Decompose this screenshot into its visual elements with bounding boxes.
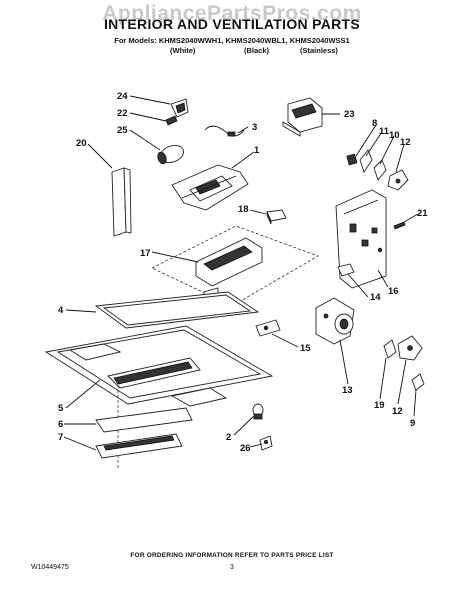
part-20-vertical-bracket [111, 167, 132, 237]
part-5-bottom-plate [44, 325, 274, 470]
callout-6: 6 [58, 419, 63, 430]
part-25-capacitor [157, 144, 185, 165]
leader-lines [63, 95, 419, 451]
callout-7: 7 [58, 432, 63, 443]
callout-14: 14 [370, 292, 381, 303]
callout-10: 10 [389, 130, 400, 141]
part-19-switch [383, 339, 397, 359]
callout-3: 3 [252, 122, 257, 133]
part-13-motor [315, 297, 355, 345]
part-17-duct-assembly [151, 225, 319, 307]
part-15-switch [255, 319, 281, 337]
callout-13: 13 [342, 385, 353, 396]
callout-25: 25 [117, 125, 128, 136]
page-title: INTERIOR AND VENTILATION PARTS [103, 16, 361, 32]
variant-stainless: (Stainless) [300, 46, 338, 55]
part-1-board-bracket [171, 164, 249, 211]
callout-11: 11 [379, 126, 390, 137]
callout-9: 9 [410, 418, 415, 429]
callout-12-bottom: 12 [392, 406, 403, 417]
variant-black: (Black) [244, 46, 270, 55]
callout-18: 18 [238, 204, 249, 215]
callout-24: 24 [117, 91, 128, 102]
callout-1: 1 [254, 145, 260, 156]
models-line: For Models: KHMS2040WWH1, KHMS2040WBL1, … [114, 36, 350, 45]
callout-15: 15 [300, 343, 311, 354]
callout-20: 20 [76, 138, 87, 149]
part-14-block [337, 263, 355, 277]
part-11-switch [359, 149, 373, 174]
callout-23: 23 [344, 109, 355, 120]
part-24-bracket [170, 98, 189, 118]
part-16-side-panel [335, 189, 387, 289]
part-26-socket [259, 435, 273, 451]
callout-21: 21 [417, 208, 428, 219]
callout-5: 5 [58, 403, 64, 414]
watermark: AppliancePartsPros.com [102, 2, 362, 25]
callout-19: 19 [374, 400, 385, 411]
part-3-wire [204, 125, 245, 137]
callout-16: 16 [388, 286, 399, 297]
part-21-screw [393, 221, 406, 230]
part-6-light-cover [95, 407, 193, 433]
callout-26: 26 [240, 443, 251, 454]
callout-17: 17 [140, 248, 151, 259]
part-7-light-bracket [95, 433, 183, 459]
callout-4: 4 [58, 305, 64, 316]
callout-2: 2 [226, 432, 231, 443]
part-8-switch [346, 153, 358, 166]
part-2-light-bulb [252, 403, 264, 420]
part-12-switch-top [387, 169, 409, 191]
part-22-clip [165, 115, 178, 126]
part-23-transformer [282, 97, 323, 137]
part-10-switch [373, 159, 387, 181]
variant-white: (White) [170, 46, 196, 55]
document-number: W10449475 [31, 564, 69, 571]
ordering-note: FOR ORDERING INFORMATION REFER TO PARTS … [130, 552, 334, 559]
callout-8: 8 [372, 118, 377, 129]
part-12-switch-bottom [397, 335, 423, 361]
callout-22: 22 [117, 108, 128, 119]
part-9-fuse [411, 373, 425, 391]
callout-12-top: 12 [400, 137, 411, 148]
part-4-grease-filter [94, 291, 260, 329]
part-18-block [266, 209, 287, 225]
page-number: 3 [230, 564, 234, 571]
